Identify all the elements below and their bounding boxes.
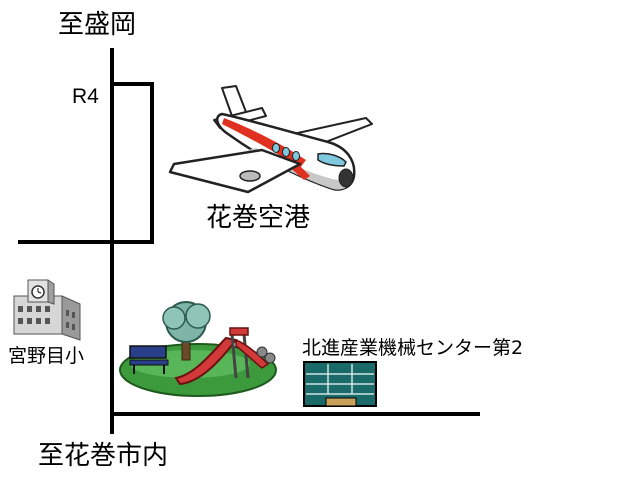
school-label: 宮野目小 <box>8 345 85 367</box>
airport-label: 花巻空港 <box>206 203 311 233</box>
route-label: R4 <box>72 85 99 108</box>
park-playground-icon <box>119 301 277 397</box>
center-label: 北進産業機械センター第2 <box>302 337 524 359</box>
school-building-icon <box>13 279 81 341</box>
north-direction-label: 至盛岡 <box>58 10 137 40</box>
airplane-icon <box>168 85 373 194</box>
route-4-loop <box>110 82 154 244</box>
south-direction-label: 至花巻市内 <box>38 441 169 471</box>
roads <box>18 48 480 434</box>
building-icon <box>303 361 377 407</box>
